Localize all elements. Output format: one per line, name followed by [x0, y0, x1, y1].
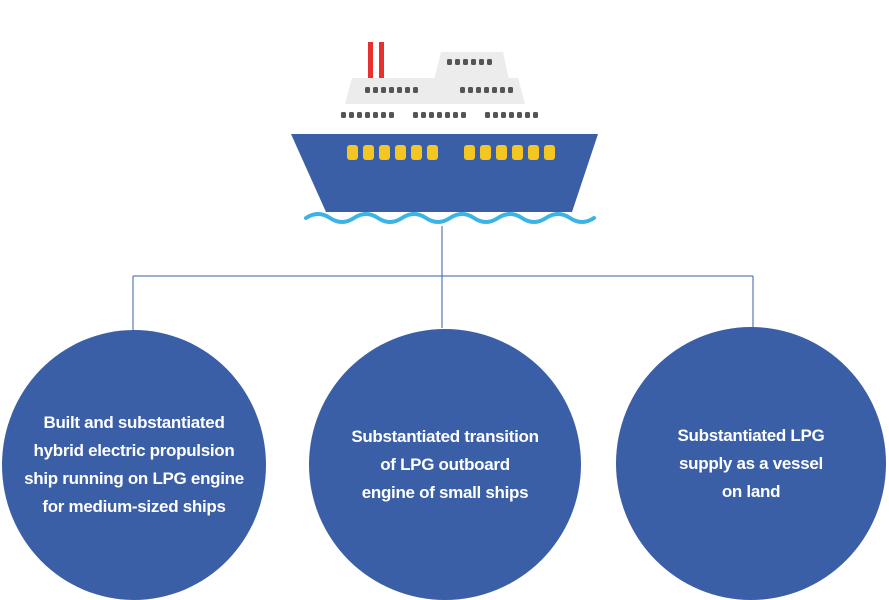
window — [365, 87, 370, 93]
window — [468, 87, 473, 93]
window — [365, 112, 370, 118]
hull-portholes — [347, 145, 555, 160]
window — [501, 112, 506, 118]
window — [427, 145, 438, 160]
window — [517, 112, 522, 118]
node-hybrid-propulsion: Built and substantiated hybrid electric … — [2, 330, 266, 600]
window — [455, 59, 460, 65]
window — [500, 87, 505, 93]
window — [347, 145, 358, 160]
window — [421, 112, 426, 118]
node-label: Built and substantiated hybrid electric … — [24, 409, 244, 521]
window — [341, 112, 346, 118]
window — [493, 112, 498, 118]
window — [405, 87, 410, 93]
window — [476, 87, 481, 93]
node-label-line: for medium-sized ships — [42, 497, 226, 516]
window — [411, 145, 422, 160]
node-label-line: Substantiated LPG — [677, 425, 825, 445]
window — [460, 87, 465, 93]
node-label-line: engine of small ships — [361, 482, 529, 502]
window — [471, 59, 476, 65]
window — [395, 145, 406, 160]
connector-lines — [132, 226, 754, 330]
node-label-line: on land — [721, 481, 781, 501]
window — [528, 145, 539, 160]
window — [357, 112, 362, 118]
window — [429, 112, 434, 118]
window — [512, 145, 523, 160]
window — [461, 112, 466, 118]
window — [363, 145, 374, 160]
window — [445, 112, 450, 118]
window — [484, 87, 489, 93]
window — [437, 112, 442, 118]
cruise-ship-icon — [291, 42, 598, 224]
window — [464, 145, 475, 160]
window — [463, 59, 468, 65]
window — [479, 59, 484, 65]
middle-deck — [345, 78, 525, 104]
node-label-line: hybrid electric propulsion — [33, 441, 235, 460]
node-label-line: Substantiated transition — [351, 426, 539, 446]
window — [413, 112, 418, 118]
node-label: Substantiated transition of LPG outboard… — [351, 423, 539, 507]
upper-deck-windows — [447, 59, 492, 65]
window — [381, 87, 386, 93]
node-lpg-supply: Substantiated LPG supply as a vessel on … — [616, 327, 886, 600]
node-label-line: supply as a vessel — [679, 453, 823, 473]
window — [381, 112, 386, 118]
funnel-left — [368, 42, 373, 78]
window — [508, 87, 513, 93]
window — [480, 145, 491, 160]
window — [533, 112, 538, 118]
node-outboard-engine: Substantiated transition of LPG outboard… — [309, 329, 581, 600]
window — [544, 145, 555, 160]
window — [389, 112, 394, 118]
node-label-line: ship running on LPG engine — [24, 469, 244, 488]
window — [496, 145, 507, 160]
window — [509, 112, 514, 118]
window — [485, 112, 490, 118]
window — [373, 112, 378, 118]
node-label: Substantiated LPG supply as a vessel on … — [678, 422, 825, 506]
window — [379, 145, 390, 160]
middle-deck-windows — [365, 87, 513, 93]
node-label-line: of LPG outboard — [380, 454, 510, 474]
window — [397, 87, 402, 93]
upper-bridge — [434, 52, 509, 80]
node-label-line: Built and substantiated — [43, 413, 225, 432]
window — [487, 59, 492, 65]
funnel-right — [379, 42, 384, 78]
lower-deck-windows — [341, 112, 538, 118]
window — [447, 59, 452, 65]
wave-line — [304, 212, 596, 224]
window — [453, 112, 458, 118]
window — [389, 87, 394, 93]
window — [373, 87, 378, 93]
window — [413, 87, 418, 93]
window — [349, 112, 354, 118]
window — [492, 87, 497, 93]
lower-deck — [333, 104, 540, 128]
window — [525, 112, 530, 118]
